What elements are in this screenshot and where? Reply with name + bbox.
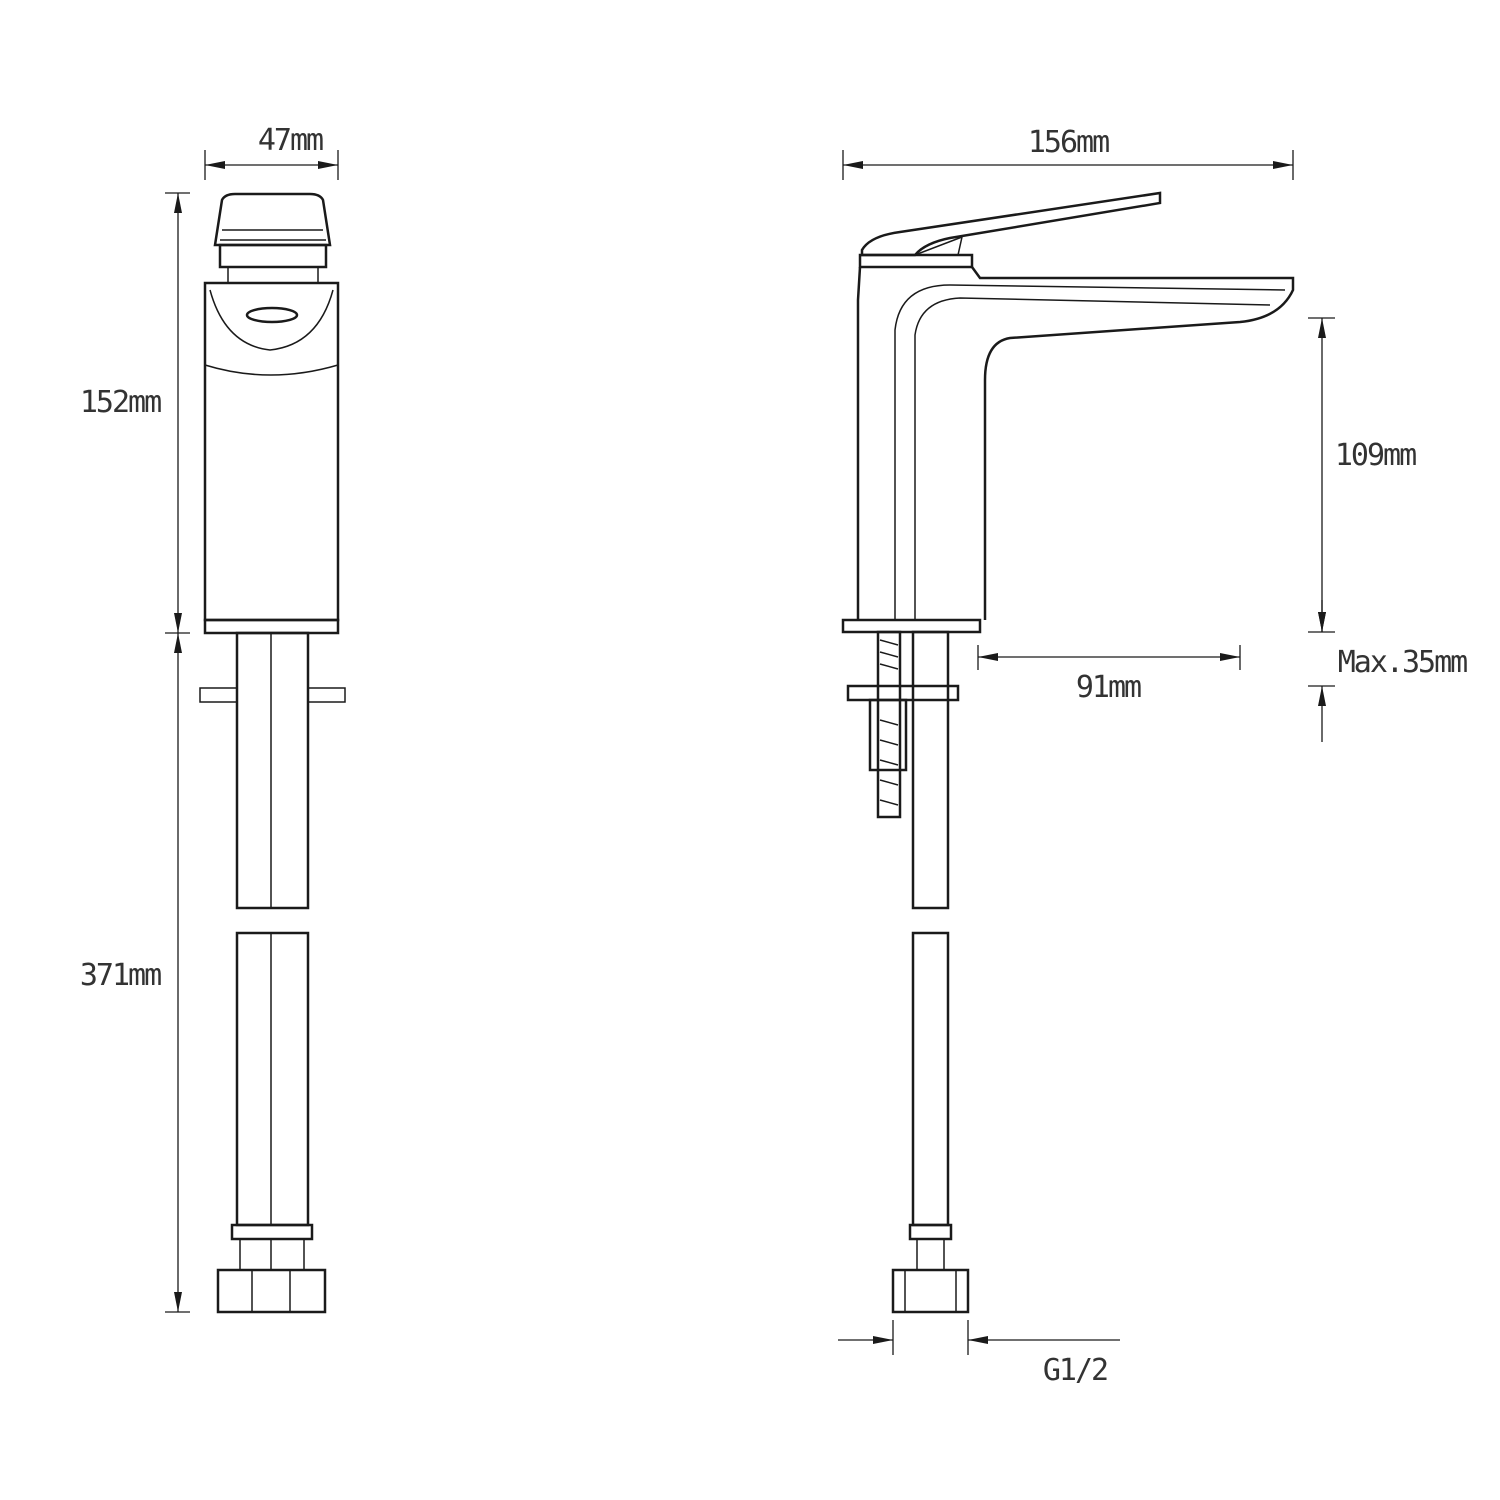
thread-size-label: G1/2 <box>1043 1353 1107 1388</box>
front-body <box>203 281 340 635</box>
overall-length-dimension: 156mm <box>842 125 1294 180</box>
max-deck-thickness-label: Max.35mm <box>1338 645 1467 680</box>
side-handle <box>858 191 1162 269</box>
overall-length-label: 156mm <box>1028 125 1109 160</box>
spout-reach-label: 91mm <box>1076 670 1141 705</box>
spout-reach-dimension: 91mm <box>977 645 1241 705</box>
hose-length-label: 371mm <box>80 958 161 993</box>
side-body-spout <box>841 266 1295 634</box>
thread-dimension: G1/2 <box>838 1320 1120 1388</box>
body-height-label: 152mm <box>80 385 161 420</box>
height-dimension: 152mm 371mm <box>80 192 190 1313</box>
side-view: 156mm <box>838 125 1469 1388</box>
spout-height-dimension: 109mm Max.35mm <box>1308 317 1469 742</box>
width-dimension: 47mm <box>204 123 339 180</box>
width-label: 47mm <box>258 123 323 158</box>
front-hoses <box>199 631 346 1314</box>
spout-height-label: 109mm <box>1335 438 1416 473</box>
side-mounting <box>846 630 970 1314</box>
front-view: 47mm 152mm 371mm <box>80 123 346 1314</box>
front-handle <box>213 192 332 283</box>
